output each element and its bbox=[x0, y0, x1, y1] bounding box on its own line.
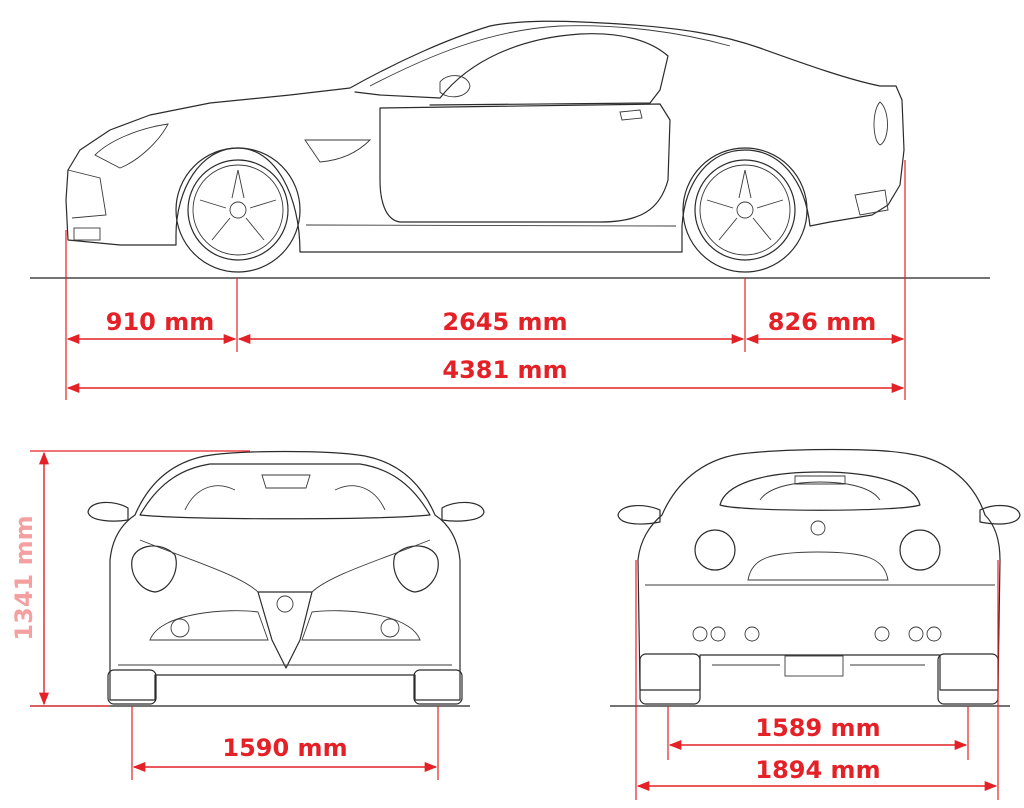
rear-wheel bbox=[682, 147, 808, 273]
rear-plate-recess bbox=[747, 551, 889, 581]
front-view: 1341 mm 1590 mm bbox=[10, 450, 485, 780]
side-tail-light bbox=[873, 101, 888, 146]
side-skirt bbox=[305, 224, 677, 227]
side-roof-edge bbox=[369, 25, 731, 87]
rear-extension-lines bbox=[635, 560, 999, 800]
rear-badge bbox=[810, 520, 826, 536]
overall-length-label: 4381 mm bbox=[442, 356, 567, 384]
side-window bbox=[354, 33, 669, 106]
rearview-mirror bbox=[261, 474, 311, 489]
front-seats bbox=[184, 485, 386, 511]
front-right-mirror bbox=[441, 501, 485, 522]
side-mirror bbox=[439, 75, 471, 98]
door-handle bbox=[619, 109, 643, 121]
side-diffuser bbox=[854, 189, 889, 216]
side-door bbox=[379, 103, 671, 223]
brand-badge bbox=[276, 595, 294, 613]
rear-left-tail-light bbox=[694, 529, 736, 571]
rear-license-plate bbox=[784, 655, 844, 677]
rear-overhang-label: 826 mm bbox=[768, 308, 876, 336]
front-left-tire bbox=[107, 669, 157, 705]
front-track-extension-lines bbox=[131, 706, 439, 780]
rear-window-inner bbox=[759, 481, 881, 501]
front-left-headlight bbox=[131, 545, 177, 593]
front-right-headlight bbox=[393, 545, 439, 593]
front-left-intake bbox=[149, 610, 269, 641]
rear-body-outline bbox=[637, 448, 1001, 691]
rear-spoiler-light bbox=[794, 475, 846, 485]
front-left-mirror bbox=[87, 501, 129, 522]
front-right-tire bbox=[413, 669, 463, 705]
rear-view: 1589 mm 1894 mm bbox=[610, 448, 1021, 800]
height-extension-lines bbox=[30, 450, 250, 707]
front-right-intake bbox=[301, 610, 421, 641]
rear-right-tail-light bbox=[899, 529, 941, 571]
front-wheel bbox=[175, 147, 301, 273]
side-headlight bbox=[94, 123, 169, 169]
front-overhang-label: 910 mm bbox=[106, 308, 214, 336]
height-label: 1341 mm bbox=[10, 515, 38, 640]
rear-track-label: 1589 mm bbox=[755, 714, 880, 742]
side-front-grille bbox=[67, 169, 107, 219]
rear-right-mirror bbox=[979, 505, 1021, 525]
front-body-outline bbox=[109, 450, 461, 701]
side-view: 910 mm 2645 mm 826 mm 4381 mm bbox=[30, 20, 990, 400]
rear-exhausts bbox=[692, 626, 942, 642]
side-body-outline bbox=[65, 20, 905, 253]
side-vent bbox=[304, 139, 372, 163]
side-extension-lines bbox=[65, 160, 906, 400]
front-left-fog bbox=[170, 618, 190, 638]
wheelbase-label: 2645 mm bbox=[442, 308, 567, 336]
rear-left-tire bbox=[639, 653, 701, 705]
rear-right-tire bbox=[937, 653, 999, 705]
front-windshield bbox=[139, 463, 431, 520]
front-right-fog bbox=[380, 618, 400, 638]
side-fog-lamp bbox=[73, 227, 101, 241]
front-shield-grille bbox=[257, 591, 313, 669]
front-track-label: 1590 mm bbox=[222, 734, 347, 762]
overall-width-label: 1894 mm bbox=[755, 756, 880, 784]
rear-left-mirror bbox=[617, 505, 661, 525]
bonnet-crease bbox=[139, 539, 431, 593]
rear-window bbox=[719, 471, 921, 511]
